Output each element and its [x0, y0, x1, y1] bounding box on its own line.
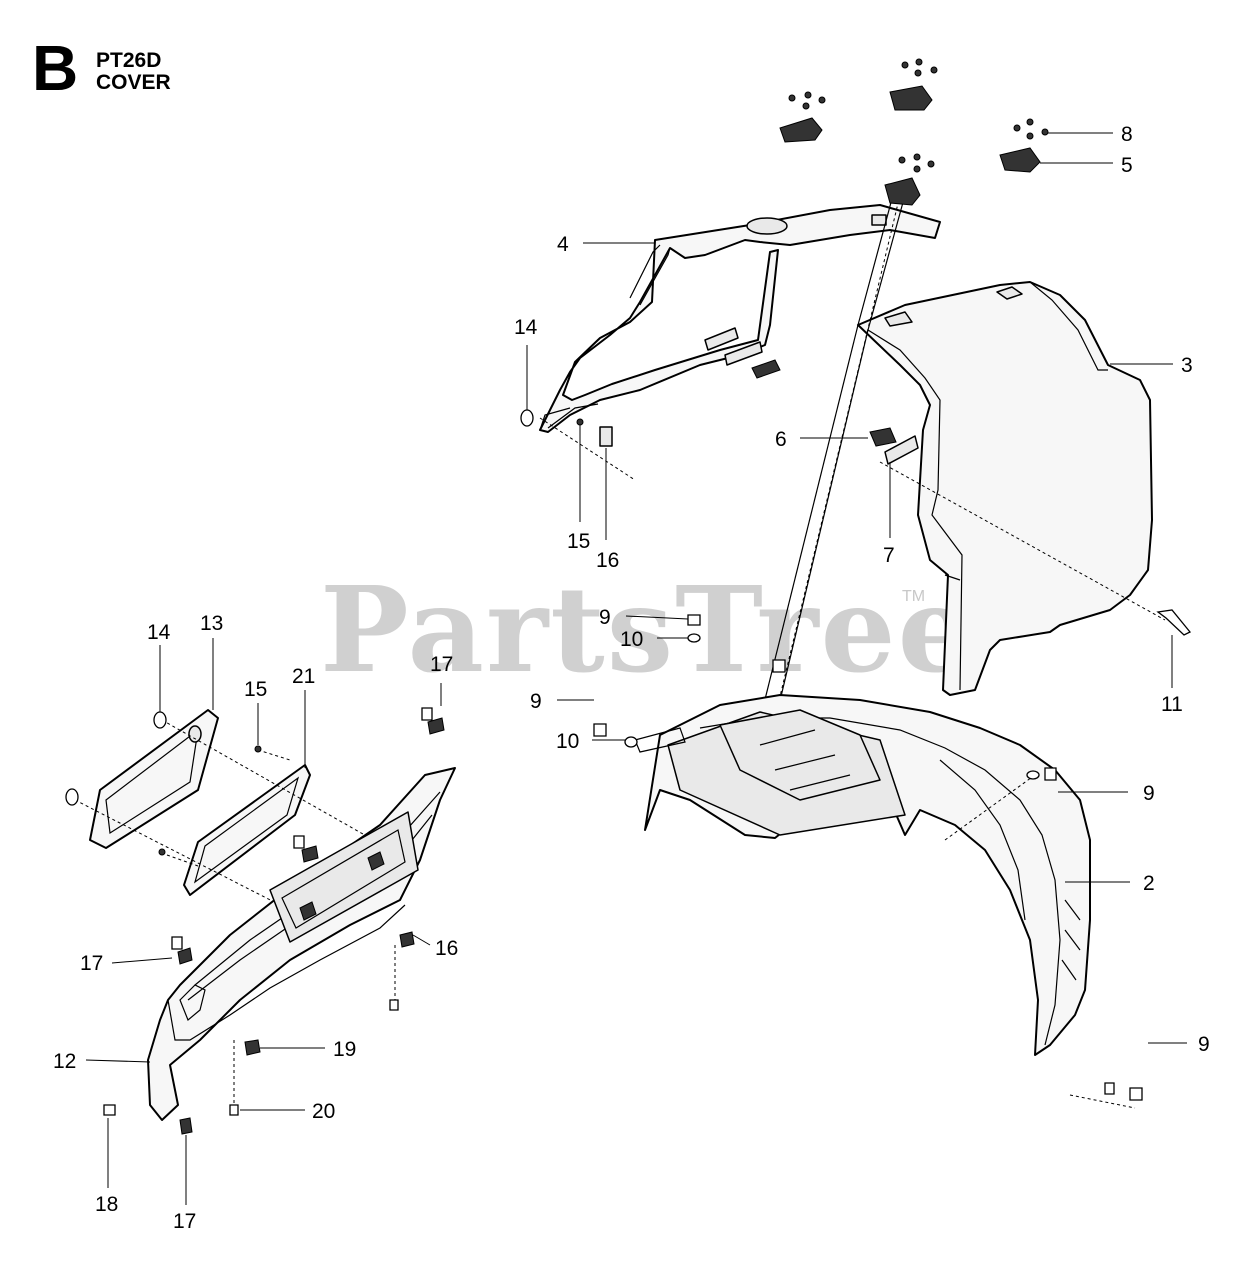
callout-5: 5	[1121, 154, 1133, 177]
callout-7: 7	[883, 544, 895, 567]
callout-11: 11	[1161, 693, 1183, 716]
callout-20: 20	[312, 1100, 335, 1123]
hood-hardware	[520, 409, 636, 481]
leader-dashed-11	[879, 461, 1166, 621]
part-5-hinge-brackets	[779, 58, 1049, 206]
callout-18: 18	[95, 1193, 118, 1216]
callout-17-left: 17	[80, 952, 103, 975]
part-2-rear-fender	[634, 694, 1136, 1109]
callout-17-top: 17	[430, 653, 453, 676]
trademark-mark: TM	[902, 588, 926, 605]
callout-labels: 4 3 8 5 6 7 14 15 16 9 10 9 10 11 9 2 9 …	[53, 123, 1210, 1233]
part-4-pads	[704, 327, 781, 379]
watermark-text: PartsTree	[320, 560, 975, 699]
part-12-side-panel	[147, 767, 456, 1121]
section-letter: B	[32, 32, 79, 104]
callout-6: 6	[775, 428, 787, 451]
callout-16-hood: 16	[596, 549, 619, 572]
callout-9-right: 9	[1143, 782, 1155, 805]
part-6-7-pads	[869, 427, 919, 465]
callout-10-mid: 10	[556, 730, 579, 753]
callout-3: 3	[1181, 354, 1193, 377]
part-8-screws	[788, 58, 1049, 173]
callout-13: 13	[200, 612, 223, 635]
callout-14-hood: 14	[514, 316, 538, 339]
callout-4: 4	[557, 233, 569, 256]
part-21-gasket	[183, 764, 311, 896]
model-number: PT26D	[96, 49, 162, 72]
callout-2: 2	[1143, 872, 1155, 895]
callout-9-upper: 9	[599, 606, 611, 629]
diagram-title: COVER	[96, 71, 171, 94]
part-4-upper-hood	[539, 204, 941, 433]
callout-9-mid: 9	[530, 690, 542, 713]
side-panel-hardware	[103, 707, 445, 1135]
callout-21: 21	[292, 665, 315, 688]
callout-15-left: 15	[244, 678, 267, 701]
part-13-window-frame	[89, 709, 219, 849]
callout-19: 19	[333, 1038, 356, 1061]
callout-12: 12	[53, 1050, 76, 1073]
callout-9-bottom: 9	[1198, 1033, 1210, 1056]
leader-lines	[85, 132, 1187, 1205]
callout-8: 8	[1121, 123, 1133, 146]
part-3-front-cover	[857, 281, 1153, 696]
callout-10-upper: 10	[620, 628, 643, 651]
callout-16-left: 16	[435, 937, 458, 960]
part-11-pin	[1156, 609, 1192, 636]
callout-17-bottom: 17	[173, 1210, 196, 1233]
fender-hardware	[593, 614, 1143, 1101]
callout-15-hood: 15	[567, 530, 590, 553]
callout-14-left: 14	[147, 621, 171, 644]
